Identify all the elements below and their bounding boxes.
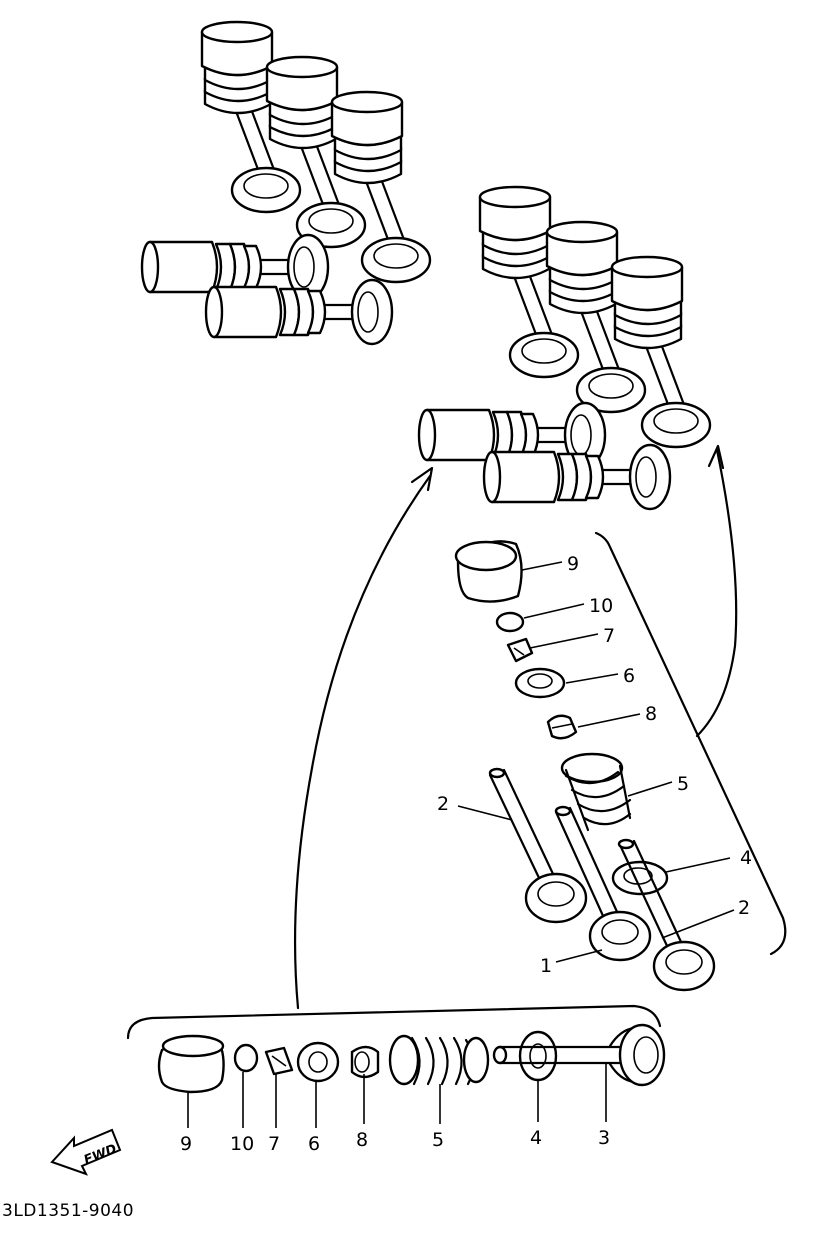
bottom-retainer (296, 1041, 340, 1083)
part-spring (560, 752, 632, 832)
label-bottom-4: 4 (530, 1127, 542, 1149)
bottom-stem-seal (350, 1045, 380, 1079)
bottom-part-labels: 9 10 7 6 8 5 4 3 (180, 1127, 610, 1155)
part-shim (495, 611, 525, 633)
bottom-spring (388, 1034, 490, 1086)
arrow-to-front-cluster (695, 444, 738, 738)
label-bottom-10: 10 (230, 1133, 254, 1155)
label-bottom-5: 5 (432, 1129, 444, 1151)
bottom-leader-lines (187, 1064, 607, 1128)
bottom-row-parts (157, 1023, 666, 1094)
exploded-view-bracket (594, 531, 787, 956)
exploded-valve-parts (454, 540, 716, 992)
part-cotter (506, 637, 534, 663)
label-exploded-4: 4 (740, 847, 752, 869)
label-exploded-1: 1 (540, 955, 552, 977)
bottom-cotter (264, 1046, 294, 1076)
label-exploded-2-left: 2 (437, 793, 449, 815)
label-bottom-8: 8 (356, 1129, 368, 1151)
part-valve-middle (554, 805, 652, 962)
bottom-spring-seat (518, 1030, 558, 1082)
part-retainer (514, 667, 566, 699)
upper-left-valve-cluster (140, 20, 432, 346)
label-bottom-3: 3 (598, 1127, 610, 1149)
label-exploded-6: 6 (623, 665, 635, 687)
label-exploded-9: 9 (567, 553, 579, 575)
label-exploded-7: 7 (603, 625, 615, 647)
label-exploded-2-right: 2 (738, 897, 750, 919)
upper-right-valve-cluster (417, 185, 712, 511)
label-bottom-6: 6 (308, 1133, 320, 1155)
label-exploded-10: 10 (589, 595, 613, 617)
arrow-to-rear-cluster (293, 466, 434, 1010)
bottom-row-bracket (126, 1004, 662, 1040)
bottom-valve (492, 1023, 666, 1087)
label-exploded-8: 8 (645, 703, 657, 725)
bottom-tappet (157, 1034, 225, 1094)
part-valve-left (488, 767, 588, 924)
label-bottom-7: 7 (268, 1133, 280, 1155)
label-bottom-9: 9 (180, 1133, 192, 1155)
exploded-leader-lines (457, 561, 735, 963)
fwd-arrow-icon: FWD (50, 1128, 122, 1176)
part-stem-seal (546, 714, 578, 740)
part-spring-seat (611, 860, 669, 896)
label-exploded-5: 5 (677, 773, 689, 795)
bottom-shim (233, 1043, 259, 1073)
exploded-part-labels: 9 10 7 6 8 5 2 4 2 1 (437, 553, 752, 977)
part-valve-right (617, 838, 716, 992)
part-tappet (454, 540, 523, 603)
drawing-code: 3LD1351-9040 (2, 1201, 134, 1221)
